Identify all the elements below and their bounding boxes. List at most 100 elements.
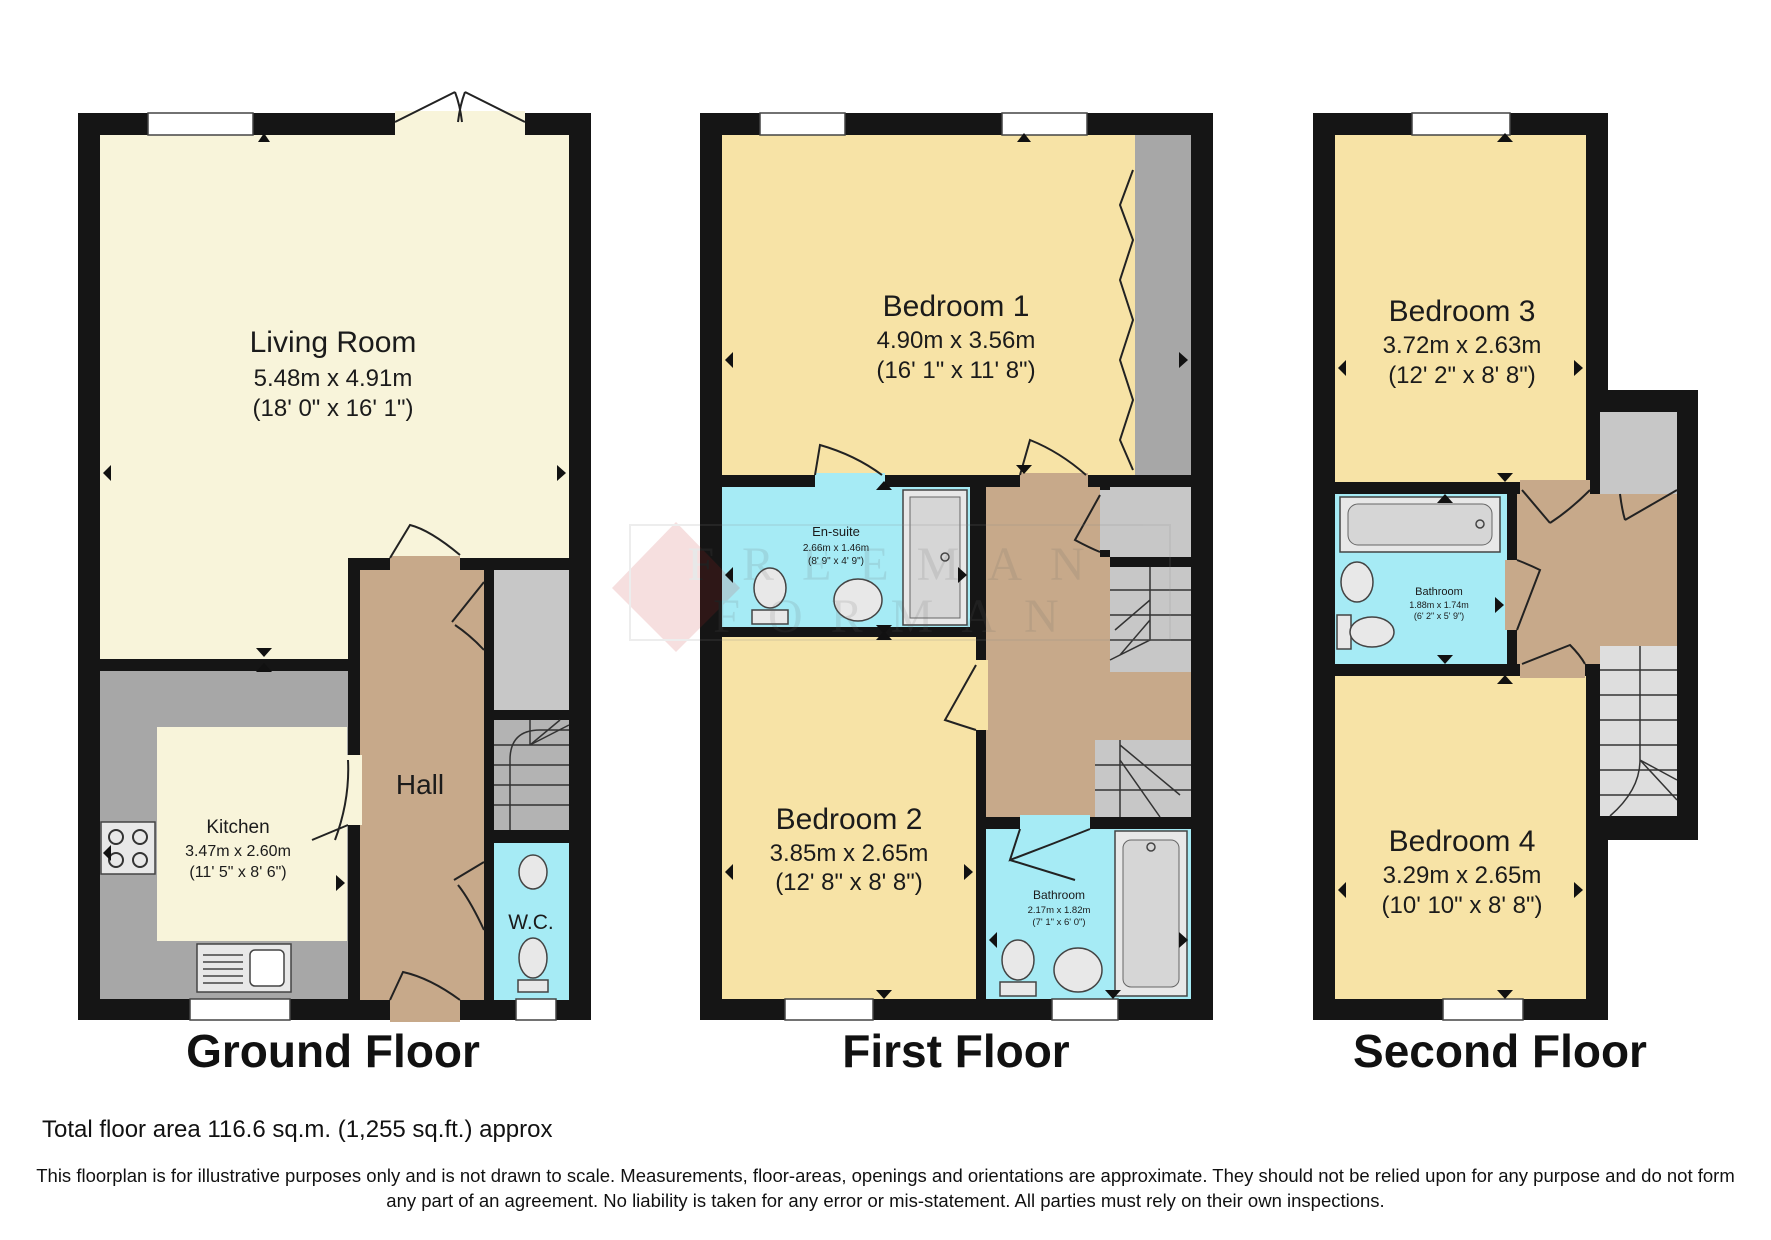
second-stairs-area [1600,646,1677,816]
wc-door-icon [453,861,485,931]
bedroom2-wall-right [976,637,986,999]
bedroom2-door-icon [943,664,977,731]
ensuite-wall-right [970,487,986,637]
wc-toilet-icon [518,937,548,979]
second-bathroom-basin-icon [1340,561,1374,603]
first-bathroom-window [1051,998,1119,1021]
bedroom2-window [784,998,874,1021]
wc-toilet-cistern [517,979,549,993]
measurement-arrows [103,133,1583,999]
first-bathroom-name: Bathroom [1033,888,1085,902]
bedroom1-door-gap [1020,473,1088,489]
living-room-metric: 5.48m x 4.91m [254,365,413,392]
bedroom3-wall-right [1586,135,1600,482]
ensuite-door-gap [815,473,885,489]
bedroom3-door-icon [1521,489,1591,524]
first-floor-plan [700,112,1213,1021]
kitchen-door-gap [346,755,362,825]
patio-door-icon [394,91,526,123]
ground-floor-plan [78,91,591,1022]
bedroom3-door-gap [1520,480,1590,496]
second-bathroom-toilet-cistern [1336,614,1352,650]
ground-floor-title: Ground Floor [186,1025,480,1077]
room-labels: Living Room 5.48m x 4.91m (18' 0" x 16' … [185,290,1542,934]
watermark-text-line1: FREEMAN [687,538,1112,591]
bedroom4-door-gap [1520,662,1585,678]
second-bathroom-metric: 1.88m x 1.74m [1409,600,1469,610]
hall-name: Hall [396,769,444,800]
first-stairs-icon [1095,567,1191,818]
living-door-icon [389,523,461,559]
second-bathroom-toilet-icon [1349,616,1395,648]
kitchen-metric: 3.47m x 2.60m [185,843,291,860]
bedroom4-imperial: (10' 10" x 8' 8") [1382,892,1543,919]
second-storage [1598,412,1677,494]
wc-window [515,998,557,1021]
kitchen-name: Kitchen [206,817,269,838]
disclaimer-text: This floorplan is for illustrative purpo… [36,1165,1735,1211]
kitchen-wall-top [100,659,348,671]
storage-door-icon [451,581,485,651]
second-floor-plan [1313,112,1698,1021]
wc-basin-icon [518,854,548,890]
watermark-logo: FREEMAN FORMAN [612,522,1171,652]
cupboard-door-gap [1100,490,1112,550]
landing-cupboard [1110,487,1191,557]
second-bathroom-door-gap [1505,560,1519,630]
bedroom3-name: Bedroom 3 [1389,295,1536,328]
first-bathroom-toilet-cistern [999,981,1037,997]
bedroom3-area [1335,135,1586,482]
wc-name: W.C. [508,911,554,934]
kitchen-imperial: (11' 5" x 8' 6") [189,864,286,881]
bedroom3-imperial: (12' 2" x 8' 8") [1388,362,1536,389]
bedroom2-imperial: (12' 8" x 8' 8") [775,869,923,896]
living-room-window [147,112,254,136]
second-bathroom-imperial: (6' 2" x 5' 9") [1414,611,1464,621]
first-floor-title: First Floor [842,1025,1070,1077]
ground-stair-area [494,720,569,830]
ensuite-toilet-icon [753,567,787,609]
bedroom1-metric: 4.90m x 3.56m [877,327,1036,354]
storage-wall [494,710,569,720]
first-bathroom-metric: 2.17m x 1.82m [1028,905,1091,916]
bedroom1-name: Bedroom 1 [883,290,1030,323]
bedroom4-metric: 3.29m x 2.65m [1383,862,1542,889]
ensuite-door-icon [814,443,883,476]
bedroom1-area [722,135,1191,475]
ensuite-metric: 2.66m x 1.46m [803,543,869,554]
bedroom4-name: Bedroom 4 [1389,825,1536,858]
bedroom1-imperial: (16' 1" x 11' 8") [876,357,1035,384]
second-stairs-icon [1600,646,1678,817]
wardrobe-doors-icon [1118,169,1135,471]
bedroom4-area [1335,676,1586,999]
front-door-icon [389,970,461,1001]
bedroom3-window [1411,112,1511,136]
living-door-gap [390,556,460,572]
bedroom4-window [1442,998,1524,1021]
watermark-text-line2: FORMAN [713,590,1086,643]
second-bathroom-name: Bathroom [1415,586,1463,598]
kitchen-floor [157,727,347,941]
kitchen-door-icon [311,759,350,841]
ground-storage-cupboard [494,570,569,710]
first-bathroom-basin-icon [1053,947,1103,993]
bedroom2-metric: 3.85m x 2.65m [770,840,929,867]
living-room-lower-area [100,560,348,659]
second-floor-title: Second Floor [1353,1025,1647,1077]
ensuite-wall-bottom [722,627,976,637]
bedroom2-area [722,637,976,999]
bedroom1-wall-bottom [722,475,1191,487]
first-bathroom-imperial: (7' 1" x 6' 0") [1032,917,1085,928]
first-bathroom-toilet-icon [1001,939,1035,981]
bedroom1-wardrobe [1135,135,1191,475]
hob-icon [100,821,156,875]
bedroom1-window-left [759,112,846,136]
hall-area [360,570,484,1000]
living-room-imperial: (18' 0" x 16' 1") [253,395,414,422]
ensuite-name: En-suite [812,524,860,539]
living-room-name: Living Room [250,326,417,359]
total-floor-area: Total floor area 116.6 sq.m. (1,255 sq.f… [42,1116,553,1143]
bedroom2-door-gap [974,660,988,730]
first-bathroom-door-icon [1008,828,1091,881]
